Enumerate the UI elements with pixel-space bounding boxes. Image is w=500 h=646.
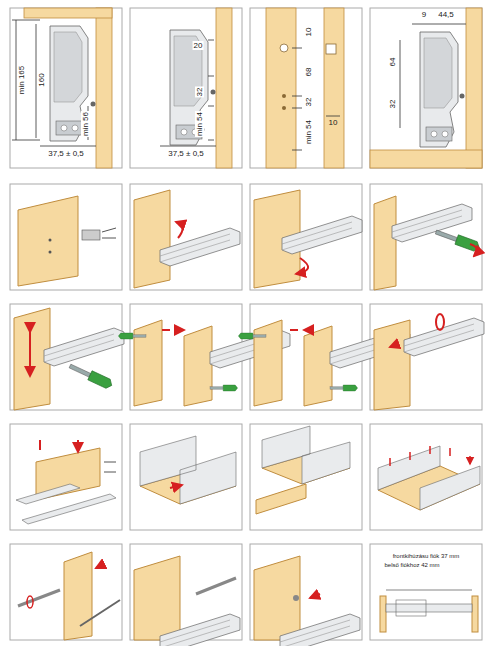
row4	[16, 426, 480, 524]
label-text: 68	[304, 67, 313, 78]
dimension-label: 44,5	[437, 11, 455, 19]
label-text: 44,5	[437, 10, 455, 19]
label-text: 37,5 ± 0,5	[167, 149, 205, 158]
label-text: 9	[421, 10, 427, 19]
label-text: 160	[37, 72, 46, 87]
dimension-label: 32	[196, 87, 204, 98]
row2	[18, 190, 481, 290]
dimension-label: 20	[193, 42, 204, 50]
label-text: 37,5 ± 0,5	[47, 149, 85, 158]
label-text: 32	[304, 97, 313, 108]
dimension-label: 10	[328, 119, 339, 127]
dimension-label: min 54	[196, 111, 204, 137]
label-text: min 165	[17, 65, 26, 95]
dimension-label: 37,5 ± 0,5	[47, 150, 85, 158]
label-text: 32	[195, 87, 204, 98]
label-text: frontkihúzásu fiók 37 mm	[392, 553, 461, 559]
label-text: min 54	[304, 119, 313, 145]
label-text: 32	[388, 99, 397, 110]
dimension-label: 160	[38, 72, 46, 87]
label-text: min 56	[81, 111, 90, 137]
row1	[12, 8, 482, 168]
label-text: belső fiókhoz 42 mm	[383, 562, 440, 568]
label-text: 10	[304, 27, 313, 38]
row3	[14, 308, 484, 410]
dimension-label: 10	[305, 27, 313, 38]
dimension-label: 9	[421, 11, 427, 19]
dimension-label: 32	[305, 97, 313, 108]
dimension-label: belső fiókhoz 42 mm	[383, 562, 440, 568]
dimension-label: min 54	[305, 119, 313, 145]
dimension-label: 37,5 ± 0,5	[167, 150, 205, 158]
dimension-label: frontkihúzásu fiók 37 mm	[392, 553, 461, 559]
dimension-label: 32	[389, 99, 397, 110]
dimension-label: min 56	[82, 111, 90, 137]
label-text: min 54	[195, 111, 204, 137]
label-text: 64	[388, 57, 397, 68]
label-text: 10	[328, 118, 339, 127]
label-text: 20	[193, 41, 204, 50]
row5	[18, 552, 478, 646]
dimension-label: 68	[305, 67, 313, 78]
dimension-label: min 165	[18, 65, 26, 95]
dimension-label: 64	[389, 57, 397, 68]
